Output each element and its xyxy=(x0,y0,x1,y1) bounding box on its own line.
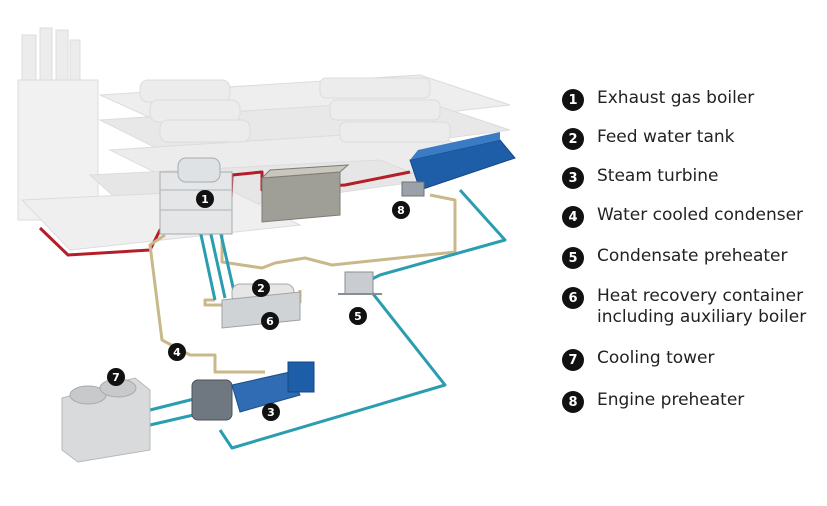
svg-text:5: 5 xyxy=(354,310,362,323)
marker-3: 3 xyxy=(262,403,280,421)
legend: 1 Exhaust gas boiler 2 Feed water tank 3… xyxy=(562,88,824,420)
marker-7: 7 xyxy=(107,368,125,386)
svg-text:7: 7 xyxy=(112,371,120,384)
cooling-tower xyxy=(61,377,151,463)
svg-text:8: 8 xyxy=(397,204,405,217)
legend-label: Cooling tower xyxy=(597,348,715,368)
svg-text:4: 4 xyxy=(173,346,181,359)
legend-item: 4 Water cooled condenser xyxy=(562,205,824,246)
legend-item: 8 Engine preheater xyxy=(562,390,824,420)
marker-2: 2 xyxy=(252,279,270,297)
svg-text:1: 1 xyxy=(201,193,209,206)
svg-text:3: 3 xyxy=(267,406,275,419)
marker-6: 6 xyxy=(261,312,279,330)
marker-4: 4 xyxy=(168,343,186,361)
marker-8: 8 xyxy=(392,201,410,219)
marker-5: 5 xyxy=(349,307,367,325)
legend-label: Water cooled condenser xyxy=(597,205,804,225)
legend-item: 6 Heat recovery container including auxi… xyxy=(562,286,824,348)
legend-number: 4 xyxy=(562,206,584,228)
svg-text:6: 6 xyxy=(266,315,274,328)
legend-number: 6 xyxy=(562,287,584,309)
legend-label: Exhaust gas boiler xyxy=(597,88,755,108)
legend-item: 3 Steam turbine xyxy=(562,166,824,205)
legend-item: 5 Condensate preheater xyxy=(562,246,824,286)
engine-preheater xyxy=(401,181,425,197)
legend-number: 5 xyxy=(562,247,584,269)
legend-number: 1 xyxy=(562,89,584,111)
legend-item: 1 Exhaust gas boiler xyxy=(562,88,824,127)
legend-number: 7 xyxy=(562,349,584,371)
svg-text:2: 2 xyxy=(257,282,265,295)
legend-label: Engine preheater xyxy=(597,390,745,410)
legend-item: 2 Feed water tank xyxy=(562,127,824,166)
marker-1: 1 xyxy=(196,190,214,208)
power-plant-diagram: 1 2 3 4 5 6 7 8 xyxy=(17,27,516,463)
legend-label: Feed water tank xyxy=(597,127,735,147)
legend-number: 2 xyxy=(562,128,584,150)
heat-recovery-container xyxy=(260,164,350,223)
legend-item: 7 Cooling tower xyxy=(562,348,824,390)
steam-turbine xyxy=(191,361,315,421)
condensate-preheater xyxy=(338,271,382,295)
exhaust-gas-boiler xyxy=(159,157,233,235)
legend-number: 3 xyxy=(562,167,584,189)
legend-number: 8 xyxy=(562,391,584,413)
legend-label: Steam turbine xyxy=(597,166,719,186)
engine xyxy=(409,132,516,191)
legend-label: Heat recovery container including auxili… xyxy=(597,286,807,327)
legend-label: Condensate preheater xyxy=(597,246,788,266)
